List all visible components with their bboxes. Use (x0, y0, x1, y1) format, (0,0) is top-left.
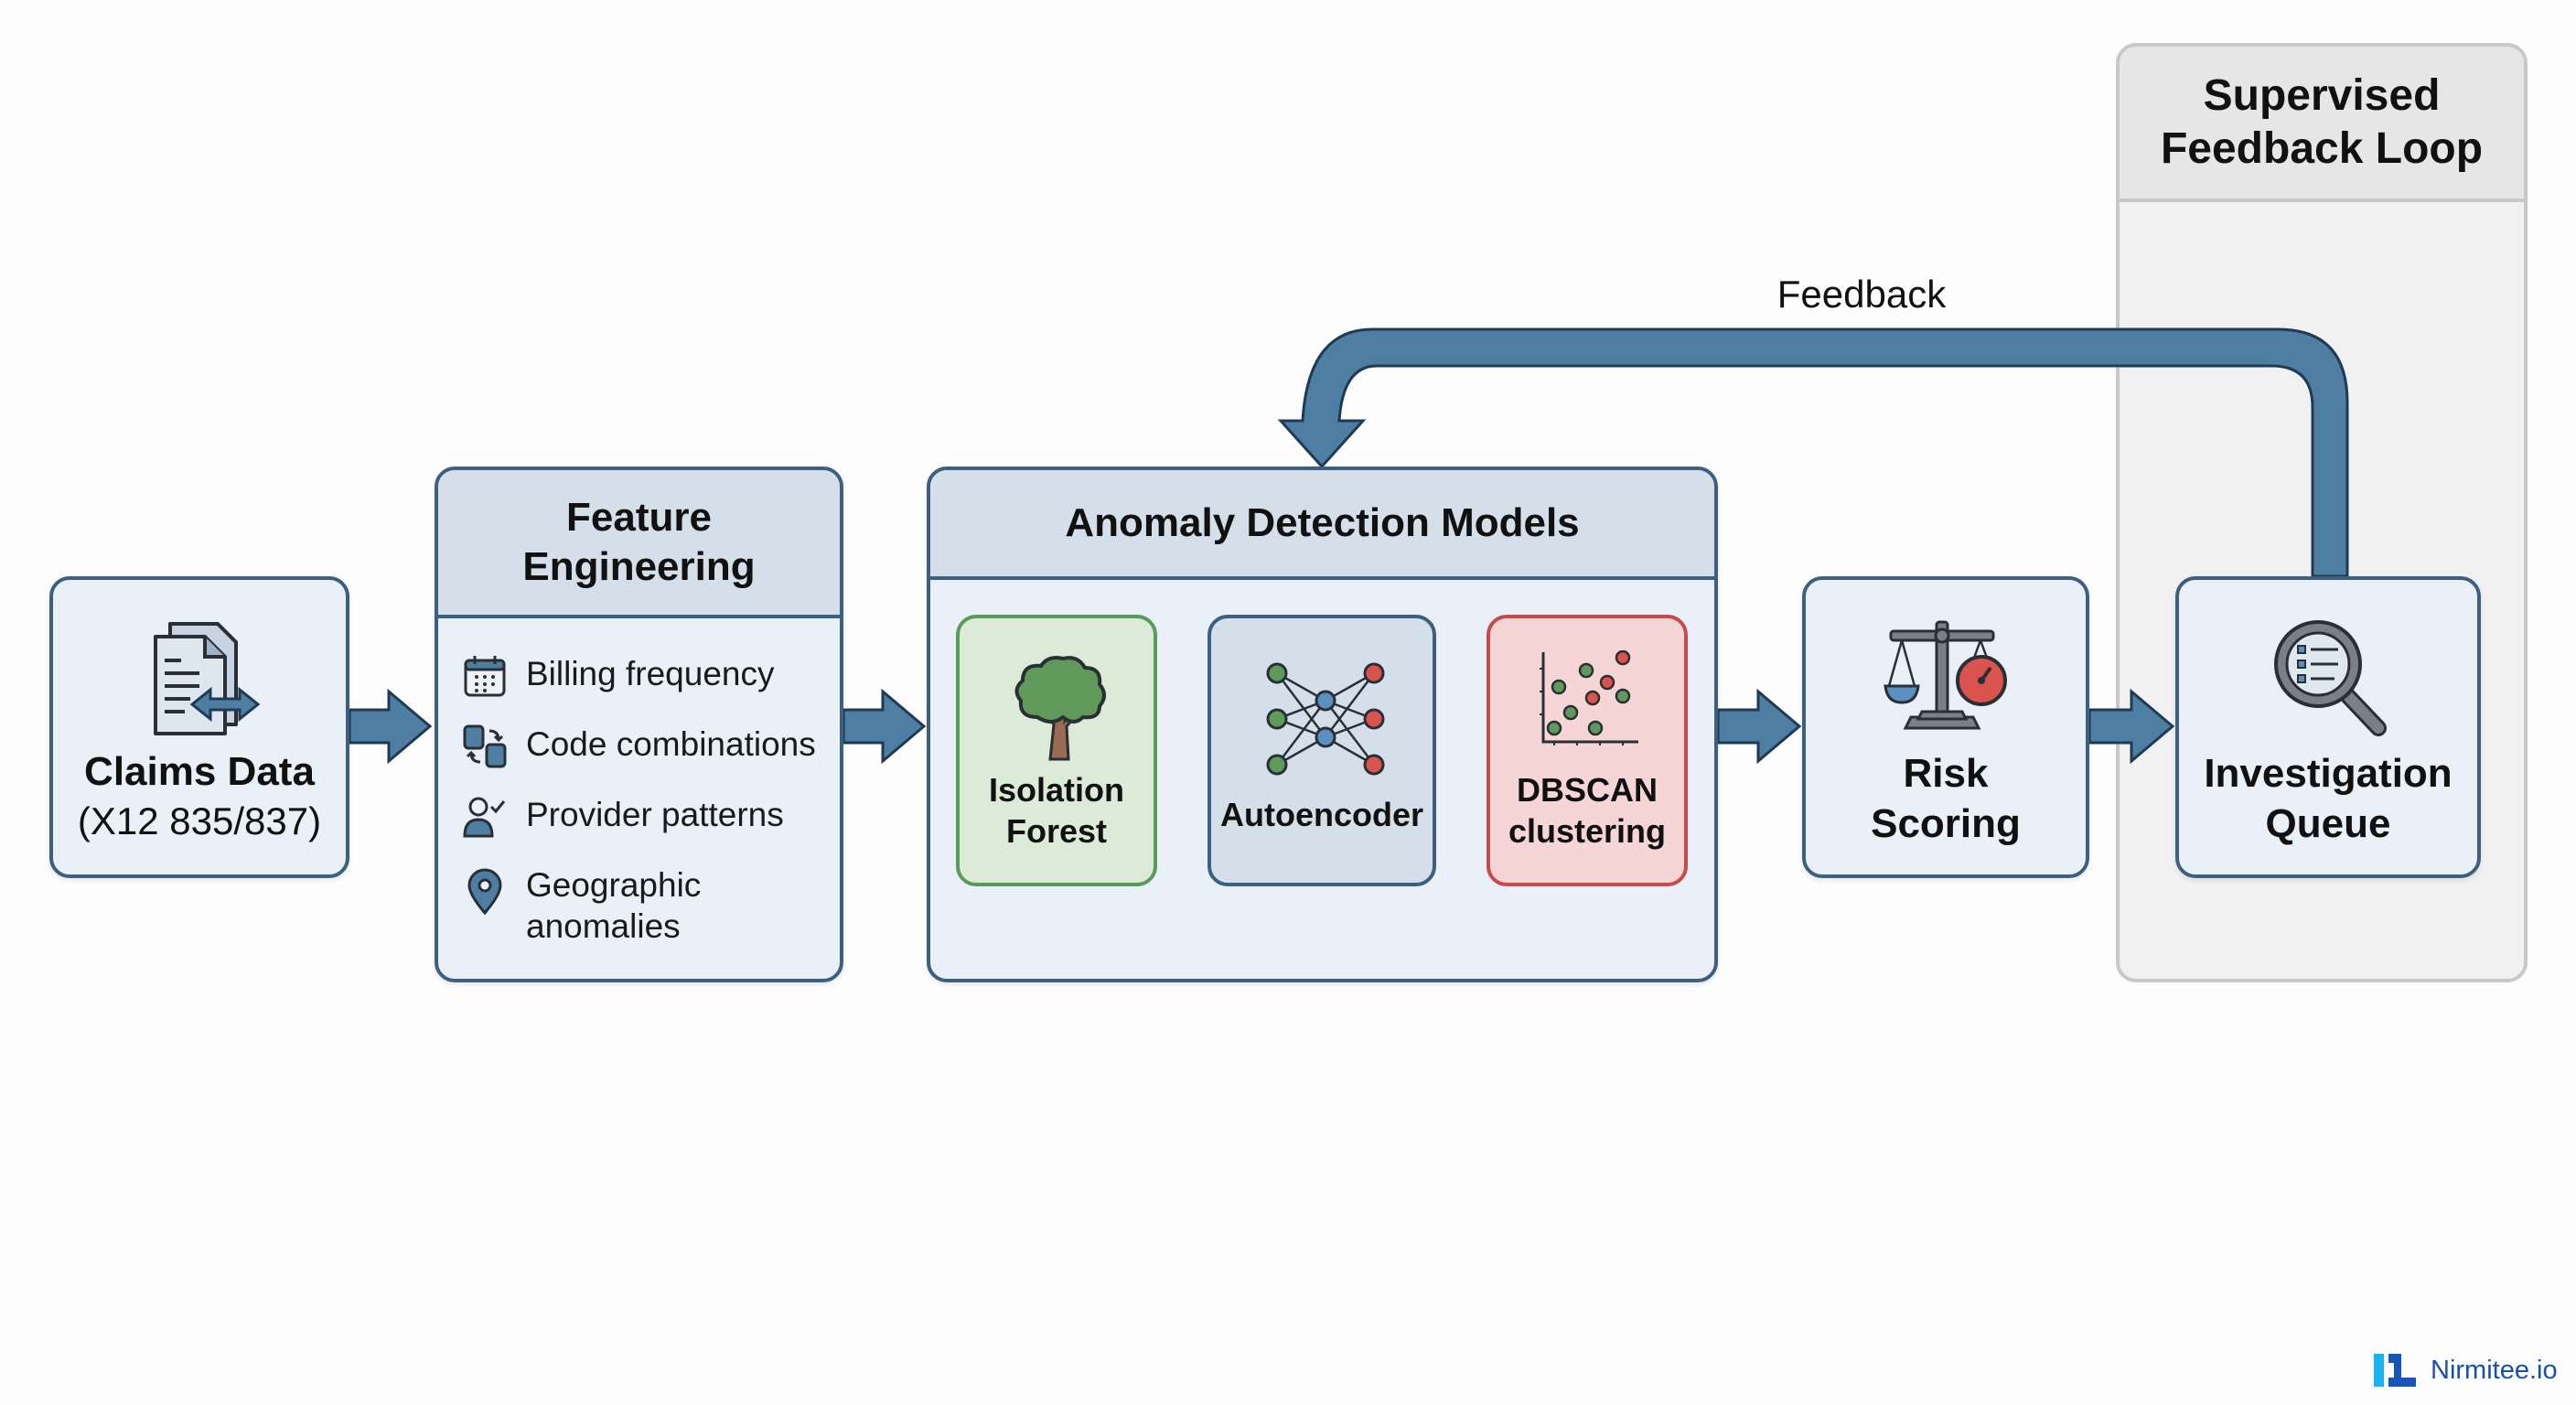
feature-label-geographic-anomalies: Geographic anomalies (526, 864, 701, 947)
feature-item-code-combinations: Code combinations (462, 724, 816, 769)
isolation-forest-line2: Forest (1005, 812, 1108, 850)
risk-scoring-node[interactable]: Risk Scoring (1802, 576, 2089, 878)
brand-name: Nirmitee.io (2431, 1355, 2558, 1385)
dbscan-line1: DBSCAN (1516, 771, 1658, 809)
supervised-feedback-loop-header: Supervised Feedback Loop (2120, 47, 2524, 202)
feedback-arrow (1277, 327, 2349, 578)
risk-scoring-line1: Risk (1903, 751, 1989, 796)
document-exchange-icon (154, 622, 261, 735)
map-pin-icon (467, 868, 502, 916)
feature-item-billing-frequency: Billing frequency (462, 653, 774, 699)
feature-label-provider-patterns: Provider patterns (526, 796, 784, 833)
scale-gauge-icon (1884, 620, 2007, 730)
claims-data-title: Claims Data (84, 749, 315, 794)
model-card-autoencoder[interactable]: Autoencoder (1208, 615, 1436, 886)
feature-item-geographic-anomalies: Geographic anomalies (462, 864, 701, 947)
arrow-claims-to-features (348, 688, 433, 765)
feature-item-provider-patterns: Provider patterns (462, 794, 784, 840)
arrow-models-to-risk (1716, 688, 1802, 765)
neural-network-icon (1266, 662, 1385, 776)
feedback-label: Feedback (1776, 273, 1947, 316)
risk-scoring-line2: Scoring (1871, 801, 2021, 846)
swap-blocks-icon (463, 724, 507, 768)
arrow-features-to-models (842, 688, 927, 765)
model-card-isolation-forest[interactable]: Isolation Forest (956, 615, 1157, 886)
autoencoder-label: Autoencoder (1219, 796, 1423, 833)
tree-icon (1014, 656, 1106, 761)
feature-engineering-title-line2: Engineering (522, 544, 756, 589)
feature-engineering-header: Feature Engineering (438, 470, 840, 618)
feature-engineering-node[interactable]: Feature Engineering Billing frequency Co… (435, 467, 843, 982)
isolation-forest-line1: Isolation (988, 771, 1124, 809)
investigation-queue-node[interactable]: Investigation Queue (2175, 576, 2481, 878)
magnifier-list-icon (2274, 620, 2387, 736)
feature-label-code-combinations: Code combinations (526, 725, 816, 763)
feature-label-geographic-line2: anomalies (526, 907, 681, 945)
nirmitee-logo-icon (2374, 1354, 2416, 1387)
model-card-dbscan[interactable]: DBSCAN clustering (1487, 615, 1688, 886)
calendar-icon (464, 656, 506, 697)
feature-label-billing-frequency: Billing frequency (526, 655, 775, 692)
arrow-risk-to-queue (2088, 688, 2175, 765)
anomaly-detection-header: Anomaly Detection Models (930, 470, 1714, 580)
supervised-title-line1: Supervised (2203, 71, 2441, 120)
investigation-queue-line2: Queue (2265, 801, 2391, 846)
investigation-queue-line1: Investigation (2204, 751, 2453, 796)
feature-engineering-title-line1: Feature (566, 495, 712, 540)
claims-data-node[interactable]: Claims Data (X12 835/837) (49, 576, 349, 878)
claims-data-subtitle: (X12 835/837) (77, 799, 322, 842)
branding: Nirmitee.io (2374, 1354, 2558, 1387)
supervised-title-line2: Feedback Loop (2160, 124, 2484, 173)
feature-label-geographic-line1: Geographic (526, 866, 702, 904)
user-check-icon (463, 797, 506, 838)
dbscan-line2: clustering (1508, 812, 1667, 850)
scatter-plot-icon (1540, 650, 1638, 745)
